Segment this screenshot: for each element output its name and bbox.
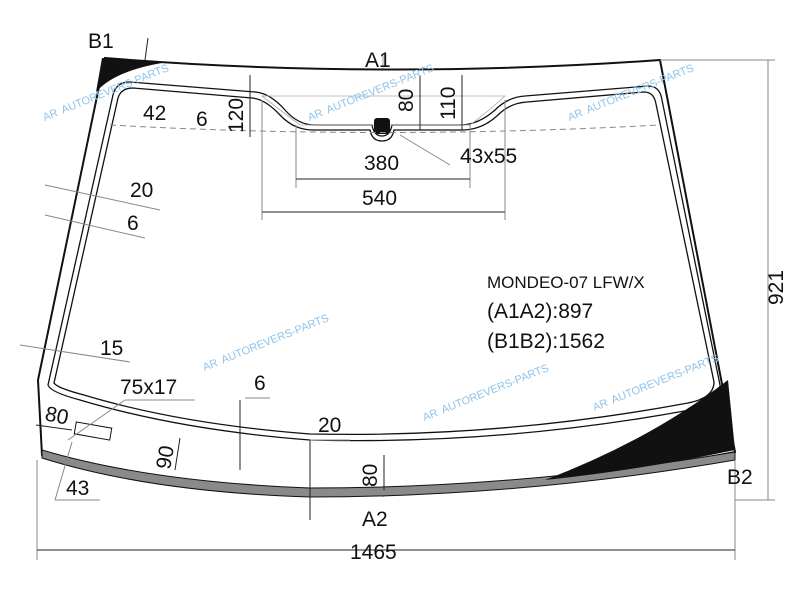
dim-80-top: 80 <box>395 89 418 112</box>
dim-380: 380 <box>364 152 399 175</box>
a1a2-length: (A1A2):897 <box>487 300 593 323</box>
dim-6-bottom: 6 <box>254 372 266 395</box>
frit-top-left <box>96 58 168 92</box>
dim-120: 120 <box>225 98 248 133</box>
dim-80-bottom: 80 <box>359 464 382 487</box>
dim-20-left: 20 <box>130 179 153 202</box>
dim-43x55: 43x55 <box>460 145 517 168</box>
svg-text:AR: AR <box>41 107 60 124</box>
svg-text:AR: AR <box>591 397 610 414</box>
svg-text:AR: AR <box>566 107 585 124</box>
dim-20-bottom: 20 <box>318 414 341 437</box>
dim-80-left: 80 <box>43 402 71 429</box>
point-b2: B2 <box>727 466 753 489</box>
model-label: MONDEO-07 LFW/X <box>487 273 645 292</box>
dim-110: 110 <box>437 87 460 120</box>
svg-text:AR: AR <box>306 107 325 124</box>
dim-43: 43 <box>66 477 89 500</box>
vin-window <box>73 421 113 441</box>
dim-921: 921 <box>765 270 788 305</box>
dim-42: 42 <box>143 102 166 125</box>
dim-15: 15 <box>100 337 123 360</box>
dashed-line <box>109 124 661 133</box>
frit-bottom-right <box>545 380 735 480</box>
dimension-lines <box>19 37 775 560</box>
dim-90: 90 <box>152 444 179 471</box>
svg-text:AR: AR <box>201 357 220 374</box>
svg-text:AR: AR <box>421 407 440 424</box>
dim-6-top: 6 <box>196 108 208 131</box>
dim-6-left: 6 <box>127 212 139 235</box>
frit-inner-line-2 <box>53 87 715 436</box>
dim-540: 540 <box>362 187 397 210</box>
b1b2-length: (B1B2):1562 <box>487 330 605 353</box>
sensor-pad <box>374 118 390 134</box>
point-b1: B1 <box>88 30 114 53</box>
dim-1465: 1465 <box>350 541 397 564</box>
point-a2: A2 <box>362 508 388 531</box>
dim-75x17: 75x17 <box>120 376 177 399</box>
frit-inner-line <box>47 81 721 442</box>
point-a1: A1 <box>365 49 391 72</box>
